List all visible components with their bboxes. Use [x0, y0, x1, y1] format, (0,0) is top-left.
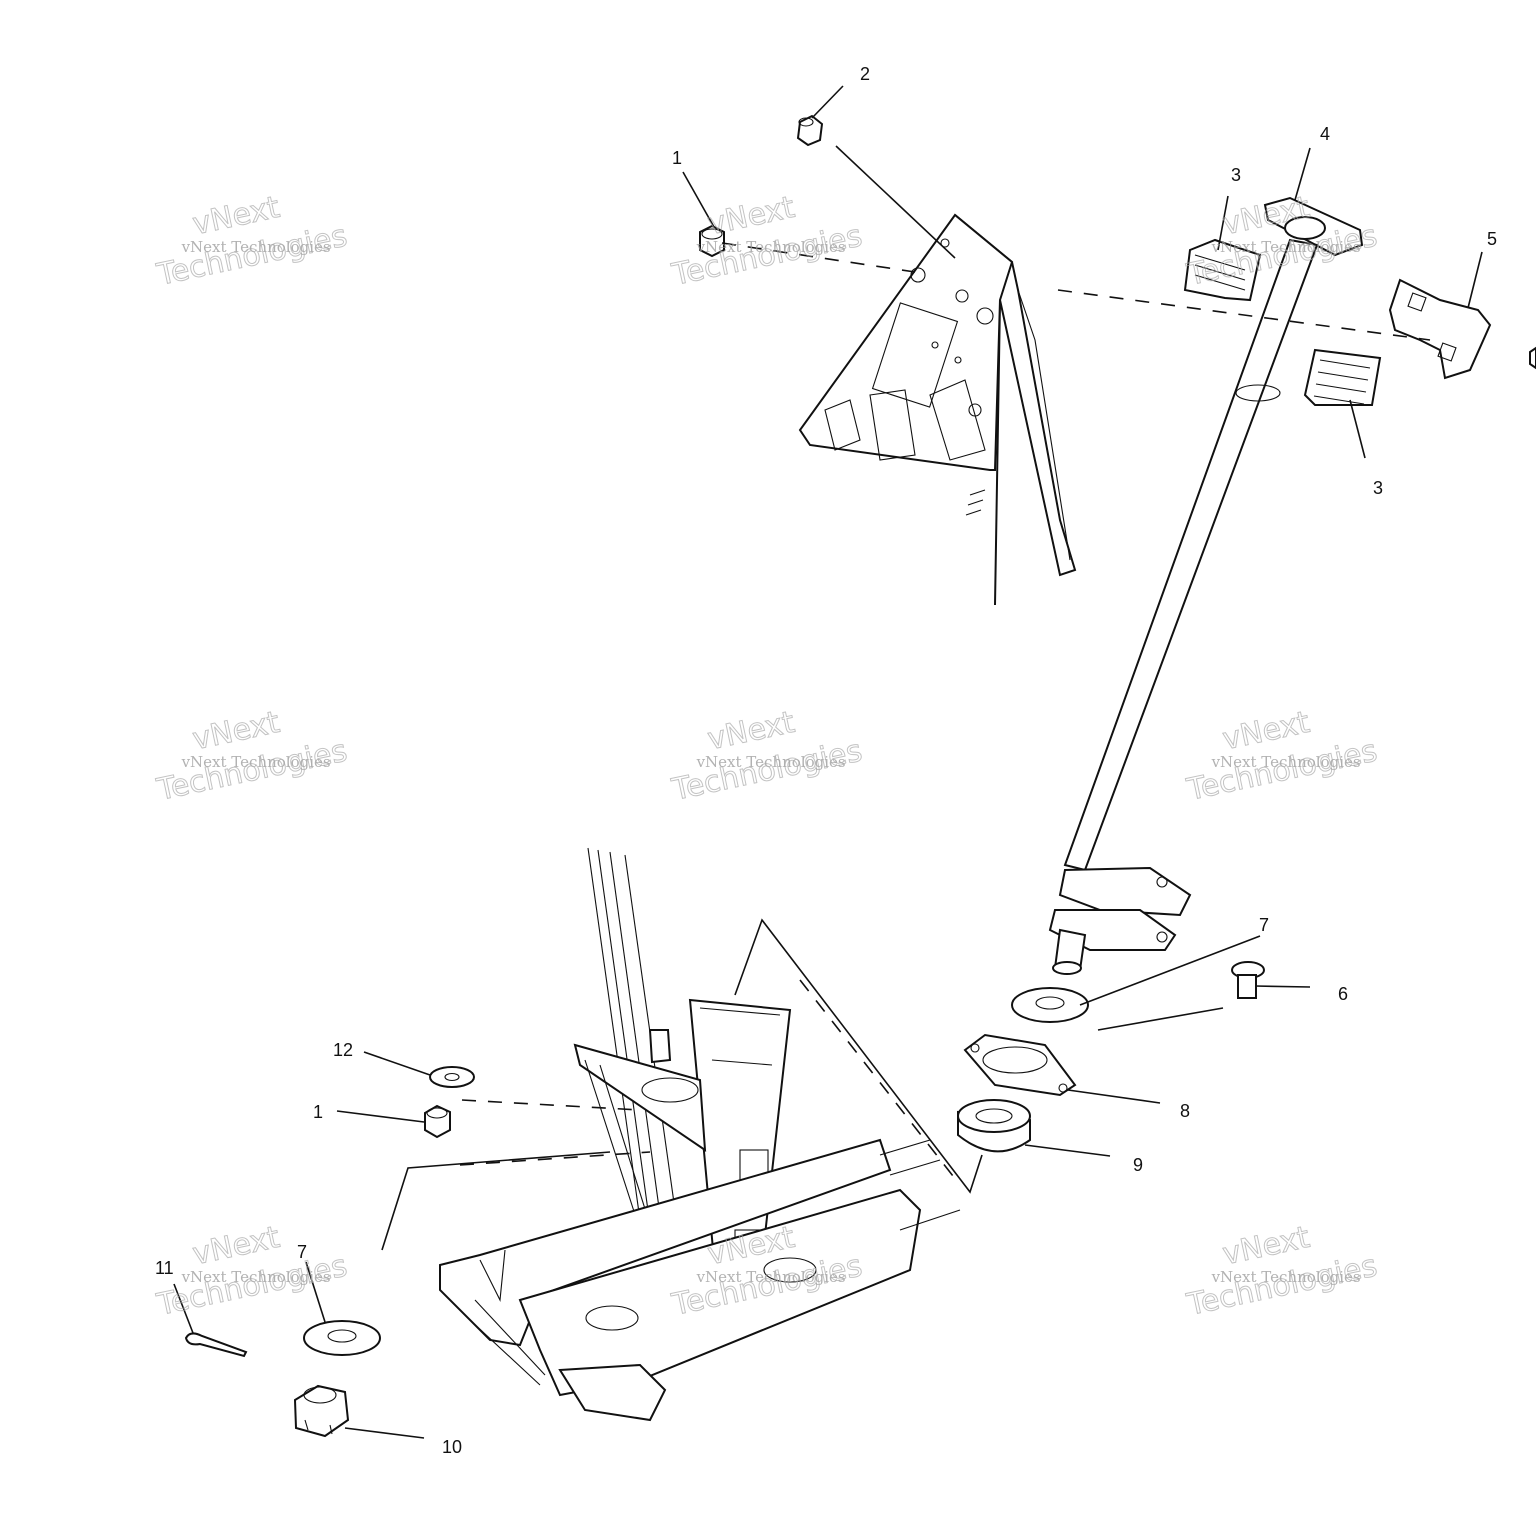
callout-12: 12: [333, 1040, 353, 1060]
callout-5: 5: [1487, 229, 1497, 249]
watermark-9: vNext vNext Technologies Technologies: [1183, 1219, 1381, 1323]
callout-11: 11: [155, 1258, 174, 1278]
bushing-part-3-top: [1183, 238, 1262, 302]
svg-text:vNext Technologies: vNext Technologies: [181, 238, 331, 256]
svg-text:vNext Technologies: vNext Technologies: [696, 238, 846, 256]
assembly-dashed-lines: [459, 242, 1431, 1186]
svg-text:vNext Technologies: vNext Technologies: [181, 1268, 331, 1286]
watermark-1: vNext vNext Technologies Technologies: [153, 189, 351, 293]
flange-part-8: [963, 1033, 1077, 1097]
callout-7-left: 7: [297, 1242, 307, 1262]
bolt-part-2: [796, 114, 824, 147]
watermark-5: vNext vNext Technologies Technologies: [668, 704, 866, 808]
callout-3-top: 3: [1231, 165, 1241, 185]
svg-text:vNext Technologies: vNext Technologies: [1211, 753, 1361, 771]
svg-text:vNext Technologies: vNext Technologies: [696, 1268, 846, 1286]
callout-8: 8: [1180, 1101, 1190, 1121]
nut-part-1-top: [699, 224, 725, 258]
callout-3-bottom: 3: [1373, 478, 1383, 498]
watermark-6: vNext vNext Technologies Technologies: [1183, 704, 1381, 808]
callout-1-top: 1: [672, 148, 682, 168]
callout-6: 6: [1338, 984, 1348, 1004]
leader-lines: [173, 85, 1483, 1439]
steering-post-part-4: [1048, 196, 1364, 975]
callout-4: 4: [1320, 124, 1330, 144]
callout-9: 9: [1133, 1155, 1143, 1175]
washer-part-7-right: [1011, 987, 1089, 1023]
callout-1-bottom: 1: [313, 1102, 323, 1122]
bushing-part-3-bottom: [1303, 348, 1382, 406]
callout-10: 10: [442, 1437, 462, 1457]
callout-2: 2: [860, 64, 870, 84]
svg-text:vNext Technologies: vNext Technologies: [696, 753, 846, 771]
callout-labels: 1 2 3 4 5 3 7 6 12 8 1 9 7 11 10: [155, 64, 1497, 1457]
callout-7-right: 7: [1259, 915, 1269, 935]
svg-text:vNext Technologies: vNext Technologies: [1211, 238, 1361, 256]
watermark-2: vNext vNext Technologies Technologies: [668, 189, 866, 293]
castle-nut-part-10: [293, 1384, 350, 1438]
edge-fragment-part: [1529, 346, 1536, 370]
watermark-4: vNext vNext Technologies Technologies: [153, 704, 351, 808]
svg-text:vNext Technologies: vNext Technologies: [1211, 1268, 1361, 1286]
washer-part-12: [429, 1066, 475, 1088]
svg-text:vNext Technologies: vNext Technologies: [181, 753, 331, 771]
bushing-part-9: [957, 1099, 1031, 1153]
lower-frame-chassis: [439, 847, 961, 1422]
washer-part-7-left: [303, 1320, 381, 1356]
nut-part-1-bottom: [424, 1104, 451, 1139]
cotter-pin-part-11: [184, 1332, 248, 1358]
clamp-part-5: [1388, 278, 1492, 380]
upper-bulkhead-plate: [798, 213, 1077, 606]
pin-part-6: [1231, 961, 1265, 999]
